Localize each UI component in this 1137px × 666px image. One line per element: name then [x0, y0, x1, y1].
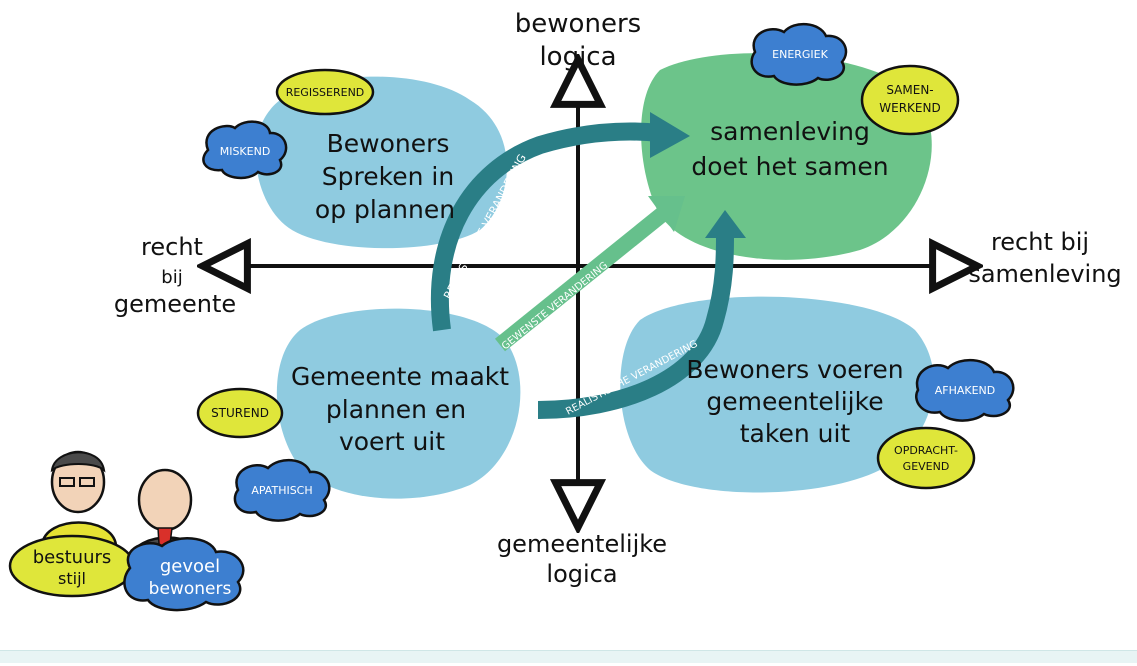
character-bestuurder: [40, 450, 118, 547]
svg-text:Bewoners: Bewoners: [327, 129, 450, 158]
svg-text:op plannen: op plannen: [315, 195, 455, 224]
svg-text:taken uit: taken uit: [740, 419, 851, 448]
arrow-realistic-bottom: [537, 234, 734, 419]
axis-label-right: recht bij samenleving: [968, 228, 1121, 288]
svg-text:plannen en: plannen en: [326, 395, 466, 424]
quadrant-top-left-text: Bewoners Spreken in op plannen: [315, 129, 455, 224]
svg-text:stijl: stijl: [58, 569, 86, 588]
svg-text:samenleving: samenleving: [968, 260, 1121, 288]
quadrant-bottom-right-text: Bewoners voeren gemeentelijke taken uit: [686, 355, 903, 448]
svg-text:gemeentelijke: gemeentelijke: [706, 387, 883, 416]
svg-text:Spreken in: Spreken in: [322, 162, 454, 191]
svg-text:bewoners: bewoners: [149, 579, 232, 599]
svg-text:bij: bij: [161, 267, 182, 288]
cloud-miskend: MISKEND: [202, 120, 288, 180]
svg-text:WERKEND: WERKEND: [879, 101, 940, 115]
svg-text:GEVEND: GEVEND: [903, 460, 950, 473]
quadrant-top-right-text: samenleving doet het samen: [691, 117, 888, 181]
legend-gevoel-bewoners: gevoel bewoners: [123, 537, 245, 612]
cloud-energiek: ENERGIEK: [750, 23, 848, 86]
blob-top-right: [641, 53, 932, 260]
svg-text:OPDRACHT-: OPDRACHT-: [894, 444, 958, 457]
badge-opdrachtgevend: OPDRACHT- GEVEND: [876, 426, 976, 490]
svg-text:APATHISCH: APATHISCH: [251, 484, 312, 497]
svg-text:recht bij: recht bij: [991, 228, 1089, 256]
svg-text:Bewoners voeren: Bewoners voeren: [686, 355, 903, 384]
svg-text:bestuurs: bestuurs: [33, 547, 112, 568]
svg-text:AFHAKEND: AFHAKEND: [935, 384, 996, 397]
svg-text:gevoel: gevoel: [160, 556, 220, 577]
svg-text:Gemeente maakt: Gemeente maakt: [291, 362, 509, 391]
cloud-afhakend: AFHAKEND: [915, 359, 1015, 422]
svg-text:voert uit: voert uit: [339, 427, 445, 456]
svg-text:REGISSEREND: REGISSEREND: [286, 86, 365, 99]
svg-text:doet het samen: doet het samen: [691, 152, 888, 181]
badge-regisserend: REGISSEREND: [275, 68, 375, 116]
svg-text:MISKEND: MISKEND: [220, 145, 271, 158]
quadrant-bottom-left-text: Gemeente maakt plannen en voert uit: [291, 362, 509, 456]
svg-text:gemeente: gemeente: [114, 290, 236, 318]
arrow-realistic-top-head: [650, 112, 690, 158]
axis-label-top: bewoners logica: [515, 9, 641, 72]
blob-top-left: [255, 76, 507, 249]
axis-label-left: recht bij gemeente: [114, 233, 236, 318]
svg-text:ENERGIEK: ENERGIEK: [772, 48, 828, 61]
arrow-label-desired: GEWENSTE VERANDERING: [500, 260, 610, 352]
svg-text:gemeentelijke: gemeentelijke: [497, 530, 667, 558]
arrow-realistic-bottom-head: [705, 210, 746, 238]
bottom-bar: [0, 650, 1137, 663]
legend-bestuursstijl: bestuurs stijl: [8, 534, 136, 598]
svg-text:samenleving: samenleving: [710, 117, 870, 146]
svg-text:STUREND: STUREND: [211, 406, 269, 420]
badge-sturend: STUREND: [196, 387, 284, 439]
blob-bottom-left: [276, 308, 521, 499]
svg-text:logica: logica: [546, 560, 617, 588]
arrow-realistic-top: [430, 122, 661, 332]
arrow-desired-head: [648, 196, 685, 232]
axis-label-bottom: gemeentelijke logica: [497, 530, 667, 588]
badge-samenwerkend: SAMEN- WERKEND: [860, 64, 960, 136]
cloud-apathisch: APATHISCH: [233, 459, 331, 522]
svg-text:SAMEN-: SAMEN-: [886, 83, 933, 97]
svg-text:recht: recht: [141, 233, 203, 261]
arrow-desired: [494, 205, 671, 352]
svg-text:bewoners: bewoners: [515, 9, 641, 39]
svg-text:logica: logica: [539, 42, 616, 72]
